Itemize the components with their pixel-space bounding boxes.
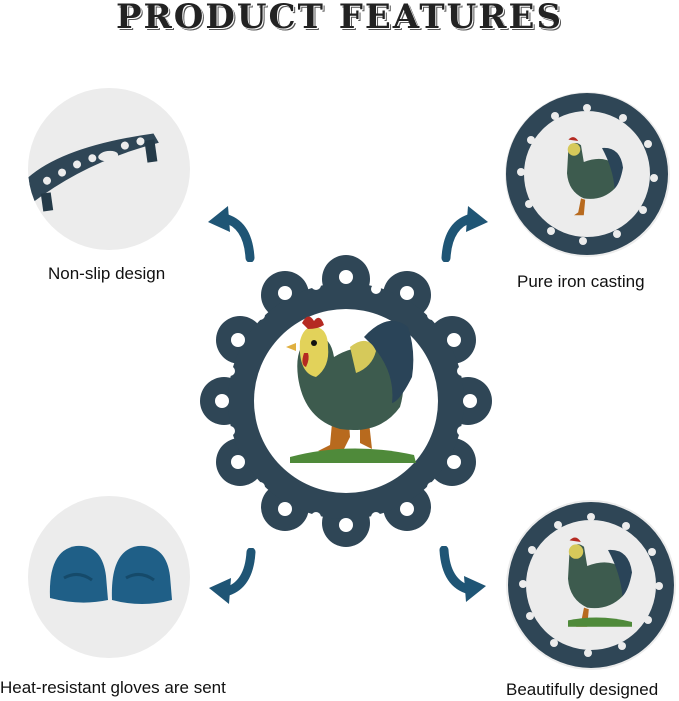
- curved-arrow-icon: [434, 204, 492, 262]
- gloves-image: [28, 496, 190, 658]
- curved-arrow-icon: [432, 546, 490, 604]
- glove-icon: [49, 545, 108, 603]
- feature-label-design: Beautifully designed: [506, 680, 659, 699]
- feature-label-iron-casting: Pure iron casting: [517, 272, 645, 291]
- page-title: PRODUCT FEATURES: [115, 0, 564, 37]
- iron-casting-image: [505, 92, 670, 257]
- non-slip-image: [28, 88, 190, 250]
- feature-label-non-slip: Non-slip design: [48, 264, 166, 283]
- feature-label-gloves: Heat-resistant gloves are sent: [0, 678, 226, 697]
- design-image: [506, 500, 676, 670]
- rooster-icon: [286, 316, 416, 463]
- curved-arrow-icon: [205, 548, 263, 606]
- rooster-trivet-image: [200, 255, 492, 547]
- curved-arrow-icon: [204, 204, 262, 262]
